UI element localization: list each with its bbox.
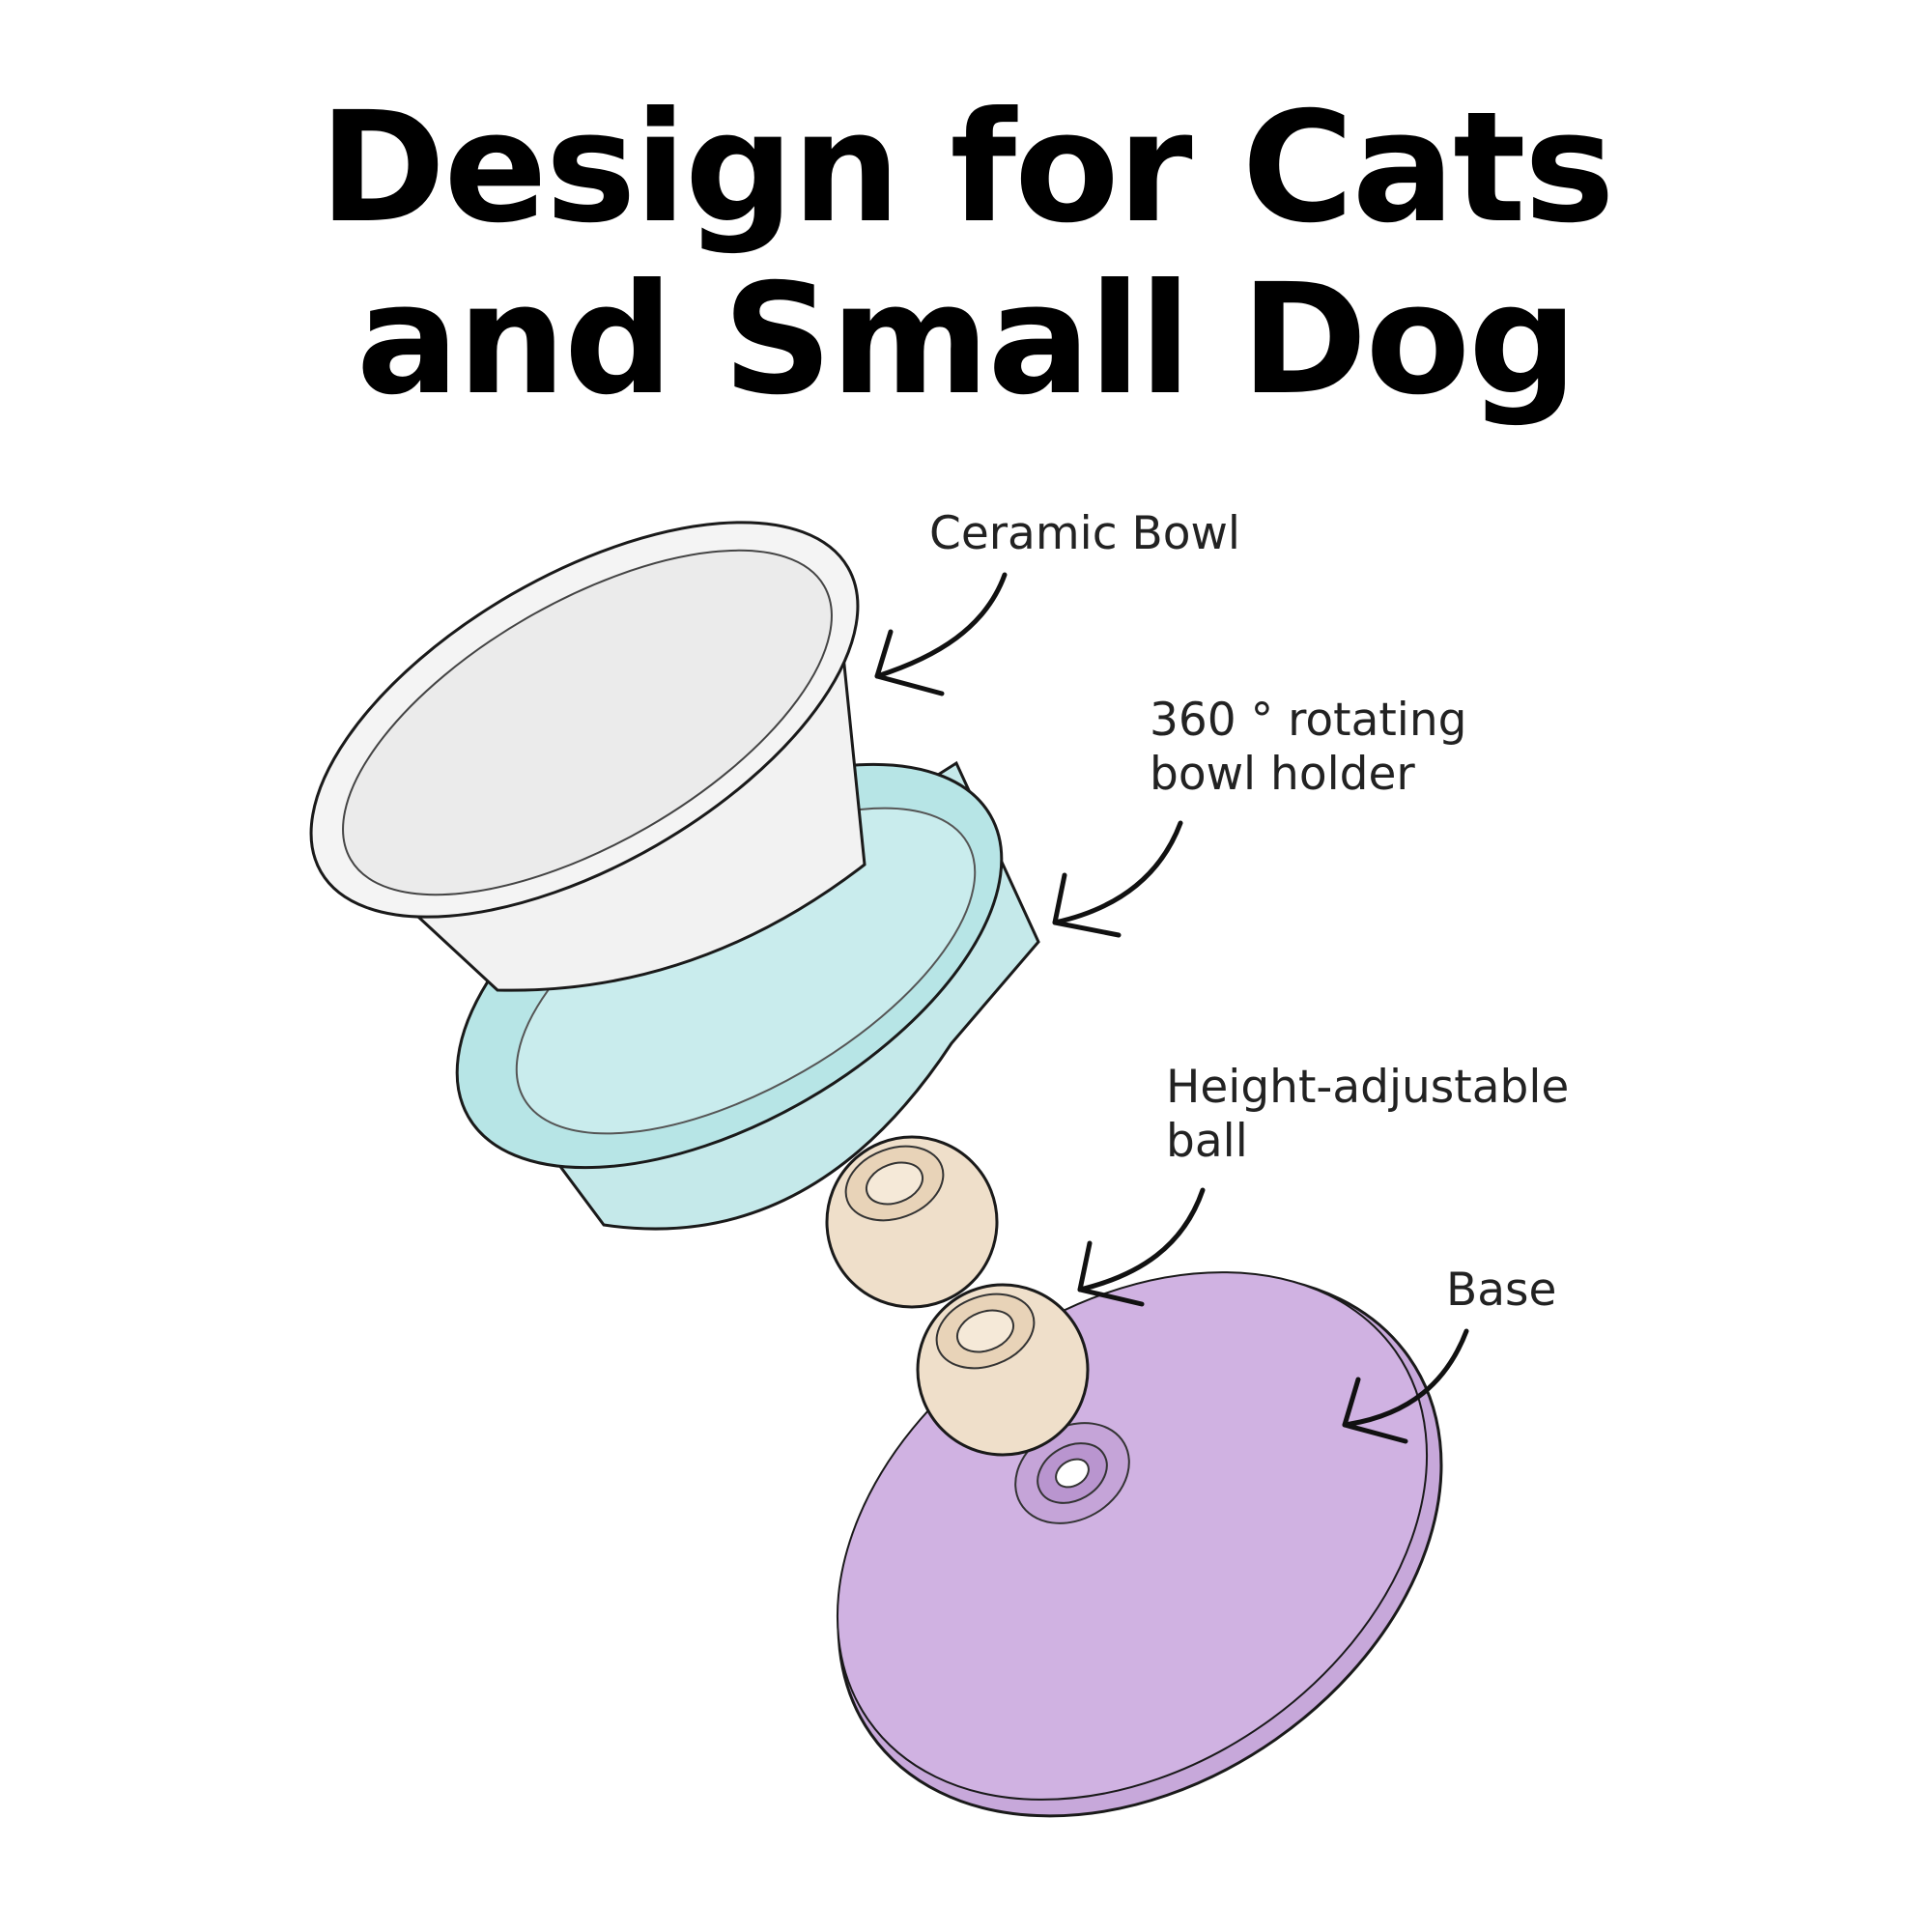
title-line-2: and Small Dog [355,251,1577,429]
label-ceramic-bowl: Ceramic Bowl [929,507,1240,560]
page-title: Design for Cats and Small Dog [0,82,1932,426]
ceramic-bowl-part [309,521,867,992]
ball-arrow [1077,1187,1206,1307]
label-height-adjustable-ball: Height-adjustable ball [1166,1061,1570,1168]
label-bowl-holder: 360 ° rotating bowl holder [1150,694,1467,801]
ceramic-bowl-arrow [874,572,1008,696]
upper-ball-part [825,1135,999,1309]
bowl-holder-arrow [1052,820,1183,938]
base-arrow [1342,1328,1469,1444]
lower-ball-part [916,1283,1090,1457]
title-line-1: Design for Cats [319,79,1614,257]
label-base: Base [1446,1264,1557,1317]
